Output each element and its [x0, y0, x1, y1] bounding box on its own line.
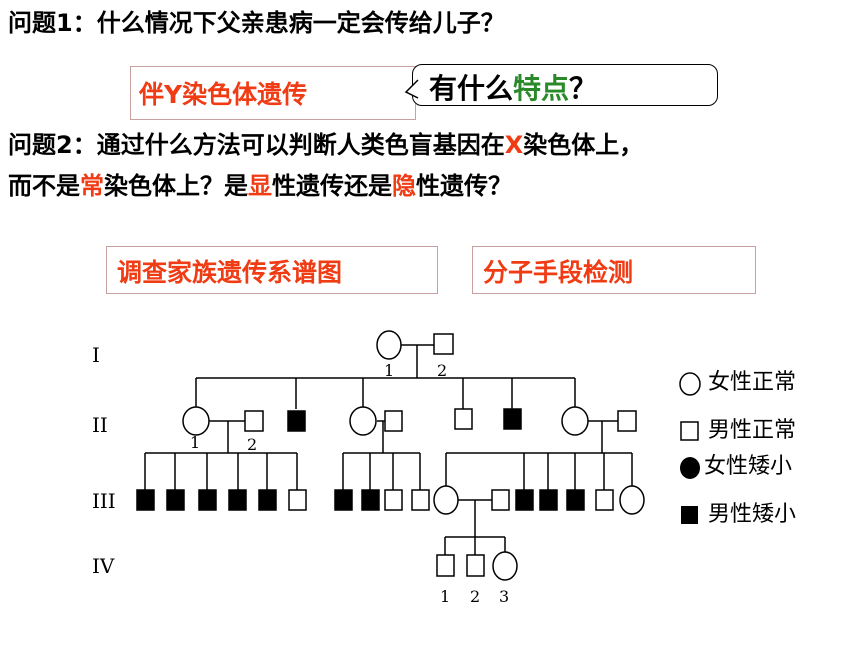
II-2-male-normal: [244, 410, 264, 432]
III-12-male-normal: [491, 489, 510, 511]
II-1-female-normal: [182, 406, 210, 436]
legend: 女性正常 男性正常 女性矮小 男性矮小: [676, 368, 846, 538]
number-I-2: 2: [437, 361, 447, 380]
q2-line2-b: 染色体上？是: [104, 172, 248, 200]
III-6-male-normal: [288, 489, 307, 511]
III-2-male-affected: [166, 489, 185, 511]
method-pedigree-label: 调查家族遗传系谱图: [117, 258, 343, 287]
question-1: 问题1：什么情况下父亲患病一定会传给儿子？: [8, 9, 505, 37]
legend-label: 女性矮小: [704, 454, 793, 479]
generation-label-III: III: [92, 489, 116, 513]
answer-box-y-linked: 伴Y染色体遗传: [130, 66, 416, 120]
III-14-male-affected: [539, 489, 558, 511]
square-open-icon: [680, 421, 699, 441]
q2-yin-highlight: 隐: [392, 172, 416, 200]
III-5-male-affected: [258, 489, 277, 511]
generation-label-II: II: [92, 413, 108, 437]
IV-3-female-normal: [492, 551, 518, 581]
III-13-male-affected: [515, 489, 534, 511]
legend-label: 女性正常: [708, 370, 797, 395]
III-10-male-normal: [411, 489, 430, 511]
method-molecular-label: 分子手段检测: [483, 258, 634, 287]
q2-line2-d: 性遗传？: [416, 172, 512, 200]
q2-xian-highlight: 显: [248, 172, 272, 200]
bubble-tail: [404, 79, 419, 99]
II-3-male-affected: [287, 410, 306, 432]
III-4-male-affected: [228, 489, 247, 511]
method-box-molecular: 分子手段检测: [472, 246, 756, 294]
q2-line1-b: 染色体上，: [523, 131, 644, 159]
number-I-1: 1: [384, 361, 394, 380]
method-box-pedigree: 调查家族遗传系谱图: [106, 246, 438, 294]
bubble-pre: 有什么: [429, 72, 514, 105]
q2-x-highlight: X: [504, 131, 524, 159]
III-8-male-affected: [361, 489, 380, 511]
bubble-post: ？: [569, 72, 598, 105]
legend-label: 男性矮小: [708, 502, 797, 527]
circle-open-icon: [679, 372, 701, 396]
III-7-male-affected: [334, 489, 353, 511]
III-16-male-normal: [595, 489, 614, 511]
circle-filled-icon: [680, 457, 700, 479]
q2-line1-a: 问题2：通过什么方法可以判断人类色盲基因在: [8, 131, 505, 159]
q2-chang-highlight: 常: [80, 172, 104, 200]
III-17-female-normal: [619, 485, 645, 515]
II-5-male-normal: [384, 410, 403, 432]
III-11-female-normal: [433, 485, 459, 515]
bubble-highlight: 特点: [513, 72, 570, 105]
bubble-text: 有什么特点？: [429, 67, 597, 107]
q2-line2-c: 性遗传还是: [272, 172, 392, 200]
II-6-male-normal: [454, 408, 473, 430]
number-IV-3: 3: [499, 587, 509, 606]
II-7-male-affected: [503, 408, 522, 430]
question-2-line-1: 问题2：通过什么方法可以判断人类色盲基因在X染色体上，: [8, 130, 643, 160]
question-2-line-2: 而不是常染色体上？是显性遗传还是隐性遗传？: [8, 171, 512, 201]
legend-label: 男性正常: [708, 418, 797, 443]
speech-bubble: 有什么特点？: [412, 64, 718, 106]
III-9-male-normal: [384, 489, 403, 511]
number-IV-2: 2: [470, 587, 480, 606]
number-IV-1: 1: [440, 587, 450, 606]
III-3-male-affected: [198, 489, 217, 511]
II-8-female-normal: [561, 406, 589, 436]
IV-2-male-normal: [466, 554, 485, 577]
I-2-male-normal: [433, 333, 454, 355]
IV-1-male-normal: [436, 554, 455, 577]
answer-label: 伴Y染色体遗传: [139, 80, 308, 109]
generation-label-IV: IV: [92, 554, 115, 578]
I-1-female-normal: [376, 330, 402, 360]
III-15-male-affected: [566, 489, 585, 511]
number-II-1: 1: [190, 433, 200, 452]
square-filled-icon: [681, 506, 698, 524]
II-9-male-normal: [617, 410, 637, 432]
q2-line2-a: 而不是: [8, 172, 80, 200]
generation-label-I: I: [92, 343, 100, 367]
III-1-male-affected: [136, 489, 155, 511]
II-4-female-normal: [349, 406, 377, 436]
number-II-2: 2: [247, 435, 257, 454]
